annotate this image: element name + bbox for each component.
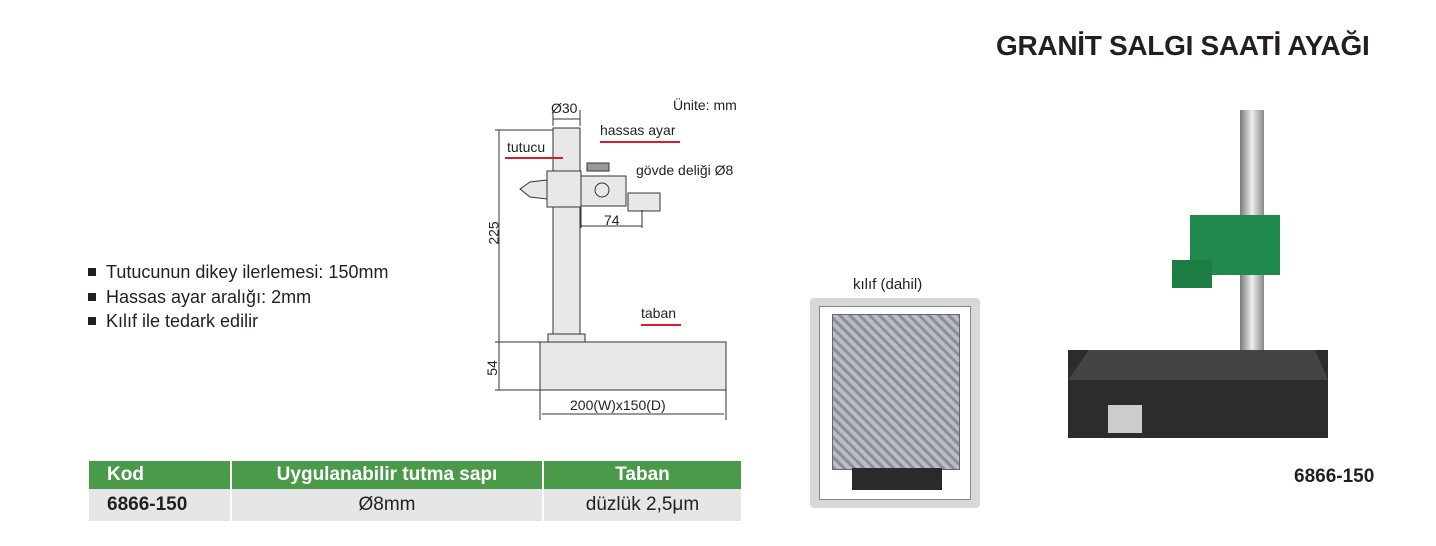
col-header: Taban bbox=[543, 461, 743, 489]
diameter-30-label: Ø30 bbox=[551, 100, 578, 116]
product-code: 6866-150 bbox=[1294, 466, 1375, 487]
feature-item: Hassas ayar aralığı: 2mm bbox=[88, 287, 311, 308]
col-header: Uygulanabilir tutma sapı bbox=[231, 461, 544, 489]
dim-74-label: 74 bbox=[604, 212, 620, 228]
unit-label: Ünite: mm bbox=[673, 97, 737, 113]
case-image bbox=[810, 298, 980, 508]
product-photo bbox=[1060, 100, 1340, 460]
table-row: 6866-150 Ø8mm düzlük 2,5μm bbox=[89, 489, 743, 521]
dim-54-label: 54 bbox=[483, 360, 500, 376]
base-size-label: 200(W)x150(D) bbox=[570, 397, 666, 413]
fine-adjust-label: hassas ayar bbox=[600, 122, 676, 138]
case-label: kılıf (dahil) bbox=[853, 276, 923, 293]
base-label: taban bbox=[641, 305, 677, 321]
page-title: GRANİT SALGI SAATİ AYAĞI bbox=[996, 30, 1370, 61]
cell-base: düzlük 2,5μm bbox=[543, 489, 743, 521]
cell-code: 6866-150 bbox=[89, 489, 232, 521]
feature-item: Tutucunun dikey ilerlemesi: 150mm bbox=[88, 262, 388, 283]
spec-table: Kod Uygulanabilir tutma sapı Taban 6866-… bbox=[89, 461, 743, 521]
dim-225-label: 225 bbox=[485, 221, 502, 245]
cell-handle: Ø8mm bbox=[231, 489, 544, 521]
table-header-row: Kod Uygulanabilir tutma sapı Taban bbox=[89, 461, 743, 489]
holder-label: tutucu bbox=[507, 139, 546, 155]
stand-drawing bbox=[495, 110, 727, 420]
feature-item: Kılıf ile tedark edilir bbox=[88, 311, 258, 332]
body-hole-label: gövde deliği Ø8 bbox=[636, 162, 734, 178]
col-header: Kod bbox=[89, 461, 232, 489]
